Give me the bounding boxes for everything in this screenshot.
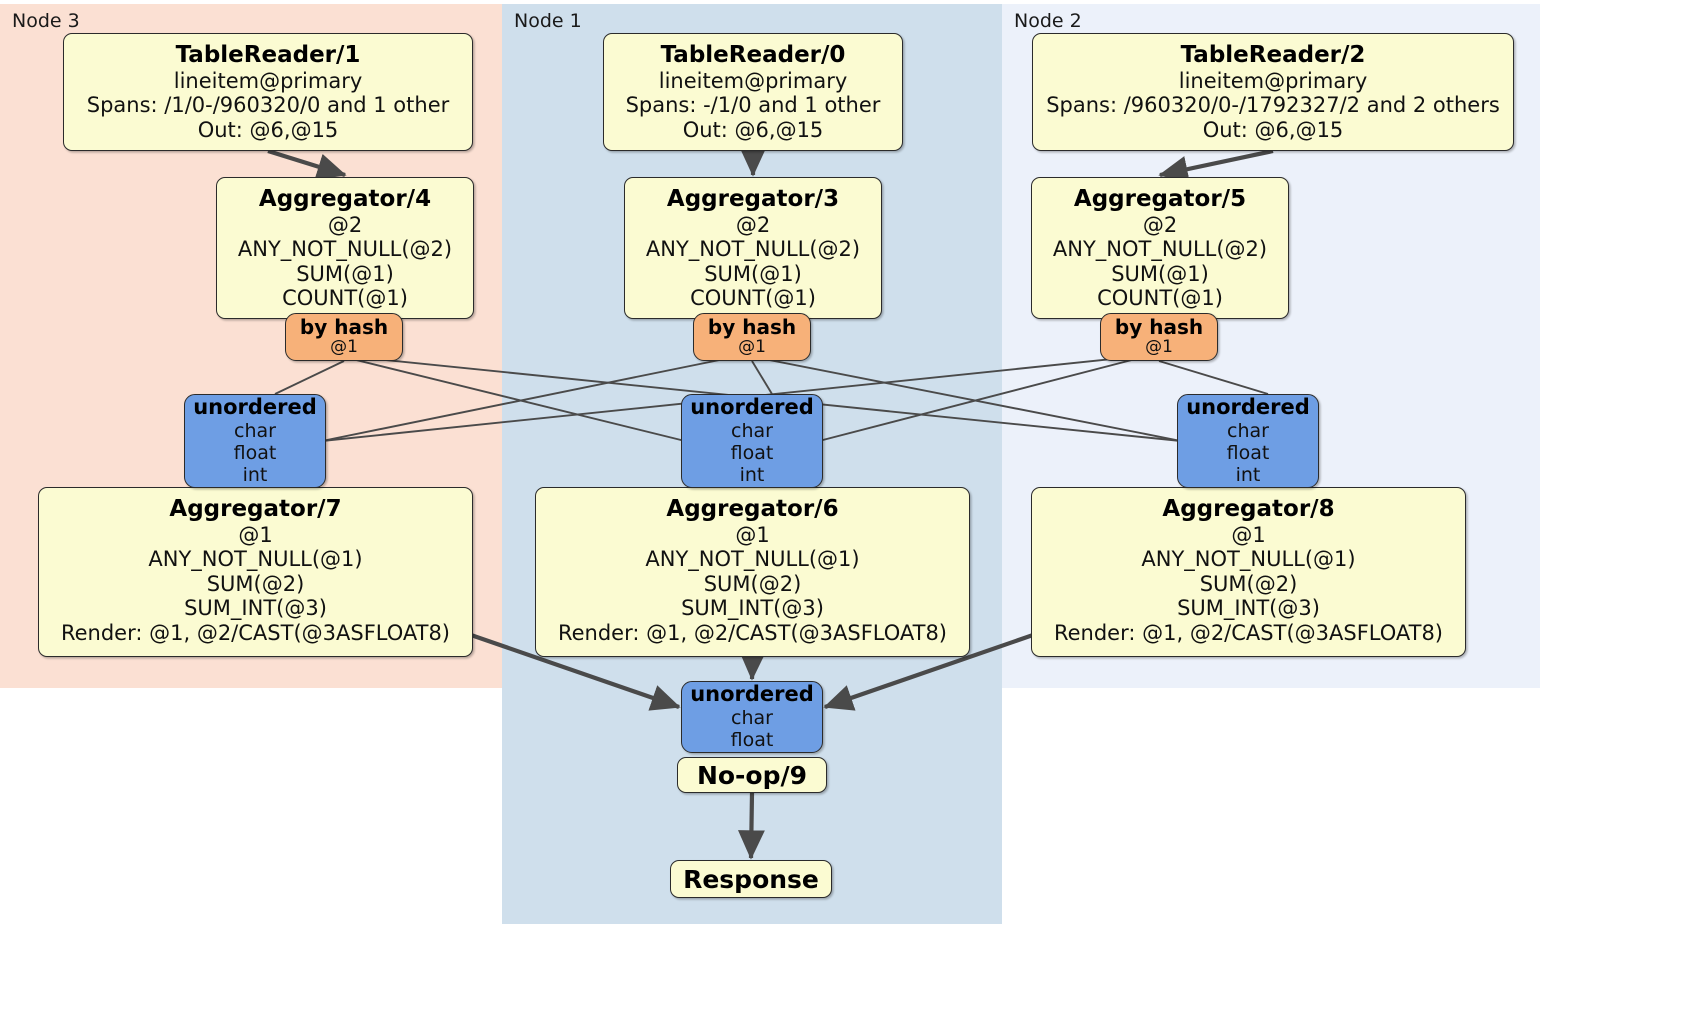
aggregator-agg6-line-0: @1 (735, 522, 770, 547)
hash-router-column: @1 (1145, 337, 1173, 358)
table-reader-tr2-title: TableReader/2 (1180, 42, 1366, 68)
aggregator-agg4-title: Aggregator/4 (258, 186, 432, 212)
aggregator-agg8-title: Aggregator/8 (1162, 496, 1335, 522)
hash-router-label: by hash (299, 315, 389, 340)
aggregator-agg7-line-0: @1 (238, 522, 273, 547)
table-reader-tr2-line-2: Out: @6,@15 (1202, 117, 1344, 142)
cluster-label-node1: Node 1 (514, 10, 582, 32)
unordered-router-u7-type-0: char (234, 419, 276, 442)
unordered-router-u8-type-0: char (1227, 419, 1269, 442)
aggregator-agg3-title: Aggregator/3 (666, 186, 840, 212)
unordered-router-final-type-0: char (731, 706, 773, 729)
aggregator-agg8-line-3: SUM_INT(@3) (1177, 596, 1320, 621)
unordered-router-u8-type-2: int (1235, 464, 1261, 487)
aggregator-agg8-line-4: Render: @1, @2/CAST(@3ASFLOAT8) (1053, 621, 1444, 645)
table-reader-tr1-line-2: Out: @6,@15 (197, 117, 339, 142)
hash-router-label: by hash (707, 315, 797, 340)
aggregator-agg5-line-2: SUM(@1) (1111, 261, 1209, 286)
aggregator-agg5-title: Aggregator/5 (1073, 186, 1247, 212)
aggregator-agg3-line-3: COUNT(@1) (690, 286, 816, 311)
response-box[interactable]: Response (670, 860, 832, 898)
aggregator-agg8-line-0: @1 (1231, 522, 1266, 547)
table-reader-tr1-title: TableReader/1 (175, 42, 361, 68)
aggregator-agg6-line-1: ANY_NOT_NULL(@1) (645, 547, 860, 572)
table-reader-tr0-line-0: lineitem@primary (658, 68, 848, 93)
table-reader-tr0-line-2: Out: @6,@15 (682, 117, 824, 142)
aggregator-agg5-line-0: @2 (1142, 212, 1178, 237)
table-reader-tr0-title: TableReader/0 (660, 42, 846, 68)
cluster-label-node2: Node 2 (1014, 10, 1082, 32)
table-reader-tr1-line-1: Spans: /1/0-/960320/0 and 1 other (86, 93, 450, 118)
aggregator-agg6-title: Aggregator/6 (666, 496, 839, 522)
aggregator-agg4-line-2: SUM(@1) (296, 261, 394, 286)
unordered-router-u6-title: unordered (690, 395, 814, 420)
aggregator-agg7-line-3: SUM_INT(@3) (184, 596, 327, 621)
table-reader-tr1-line-0: lineitem@primary (173, 68, 363, 93)
hash-router-bh3[interactable]: by hash@1 (693, 313, 811, 361)
table-reader-tr2-line-1: Spans: /960320/0-/1792327/2 and 2 others (1046, 93, 1500, 118)
aggregator-agg6-line-2: SUM(@2) (703, 571, 802, 596)
unordered-router-u7-type-2: int (242, 464, 268, 487)
unordered-router-u7-type-1: float (233, 441, 277, 464)
table-reader-tr2-line-0: lineitem@primary (1178, 68, 1368, 93)
unordered-router-u6-type-1: float (730, 441, 774, 464)
unordered-router-u6-type-2: int (739, 464, 765, 487)
aggregator-agg3-line-2: SUM(@1) (704, 261, 802, 286)
hash-router-column: @1 (738, 337, 766, 358)
aggregator-agg6-line-3: SUM_INT(@3) (681, 596, 824, 621)
unordered-router-u8-title: unordered (1186, 395, 1310, 420)
aggregator-agg6-line-4: Render: @1, @2/CAST(@3ASFLOAT8) (557, 621, 948, 645)
aggregator-agg7-line-4: Render: @1, @2/CAST(@3ASFLOAT8) (60, 621, 451, 645)
hash-router-label: by hash (1114, 315, 1204, 340)
aggregator-agg3-line-1: ANY_NOT_NULL(@2) (645, 237, 861, 262)
aggregator-agg8-line-2: SUM(@2) (1199, 571, 1298, 596)
unordered-router-u8-type-1: float (1226, 441, 1270, 464)
aggregator-agg5-line-1: ANY_NOT_NULL(@2) (1052, 237, 1268, 262)
hash-router-column: @1 (330, 337, 358, 358)
aggregator-agg4-line-1: ANY_NOT_NULL(@2) (237, 237, 453, 262)
noop-processor[interactable]: No-op/9 (677, 757, 827, 793)
unordered-router-u7-title: unordered (193, 395, 317, 420)
hash-router-bh5[interactable]: by hash@1 (1100, 313, 1218, 361)
unordered-router-final-type-1: float (730, 729, 774, 752)
aggregator-agg8-line-1: ANY_NOT_NULL(@1) (1141, 547, 1356, 572)
unordered-router-final-title: unordered (690, 682, 814, 707)
aggregator-agg3-line-0: @2 (735, 212, 771, 237)
aggregator-agg7-title: Aggregator/7 (169, 496, 342, 522)
hash-router-bh4[interactable]: by hash@1 (285, 313, 403, 361)
aggregator-agg7-line-2: SUM(@2) (206, 571, 305, 596)
aggregator-agg7-line-1: ANY_NOT_NULL(@1) (148, 547, 363, 572)
aggregator-agg4-line-3: COUNT(@1) (282, 286, 408, 311)
table-reader-tr0-line-1: Spans: -/1/0 and 1 other (625, 93, 881, 118)
aggregator-agg4-line-0: @2 (327, 212, 363, 237)
unordered-router-u6-type-0: char (731, 419, 773, 442)
cluster-label-node3: Node 3 (12, 10, 80, 32)
aggregator-agg5-line-3: COUNT(@1) (1097, 286, 1223, 311)
